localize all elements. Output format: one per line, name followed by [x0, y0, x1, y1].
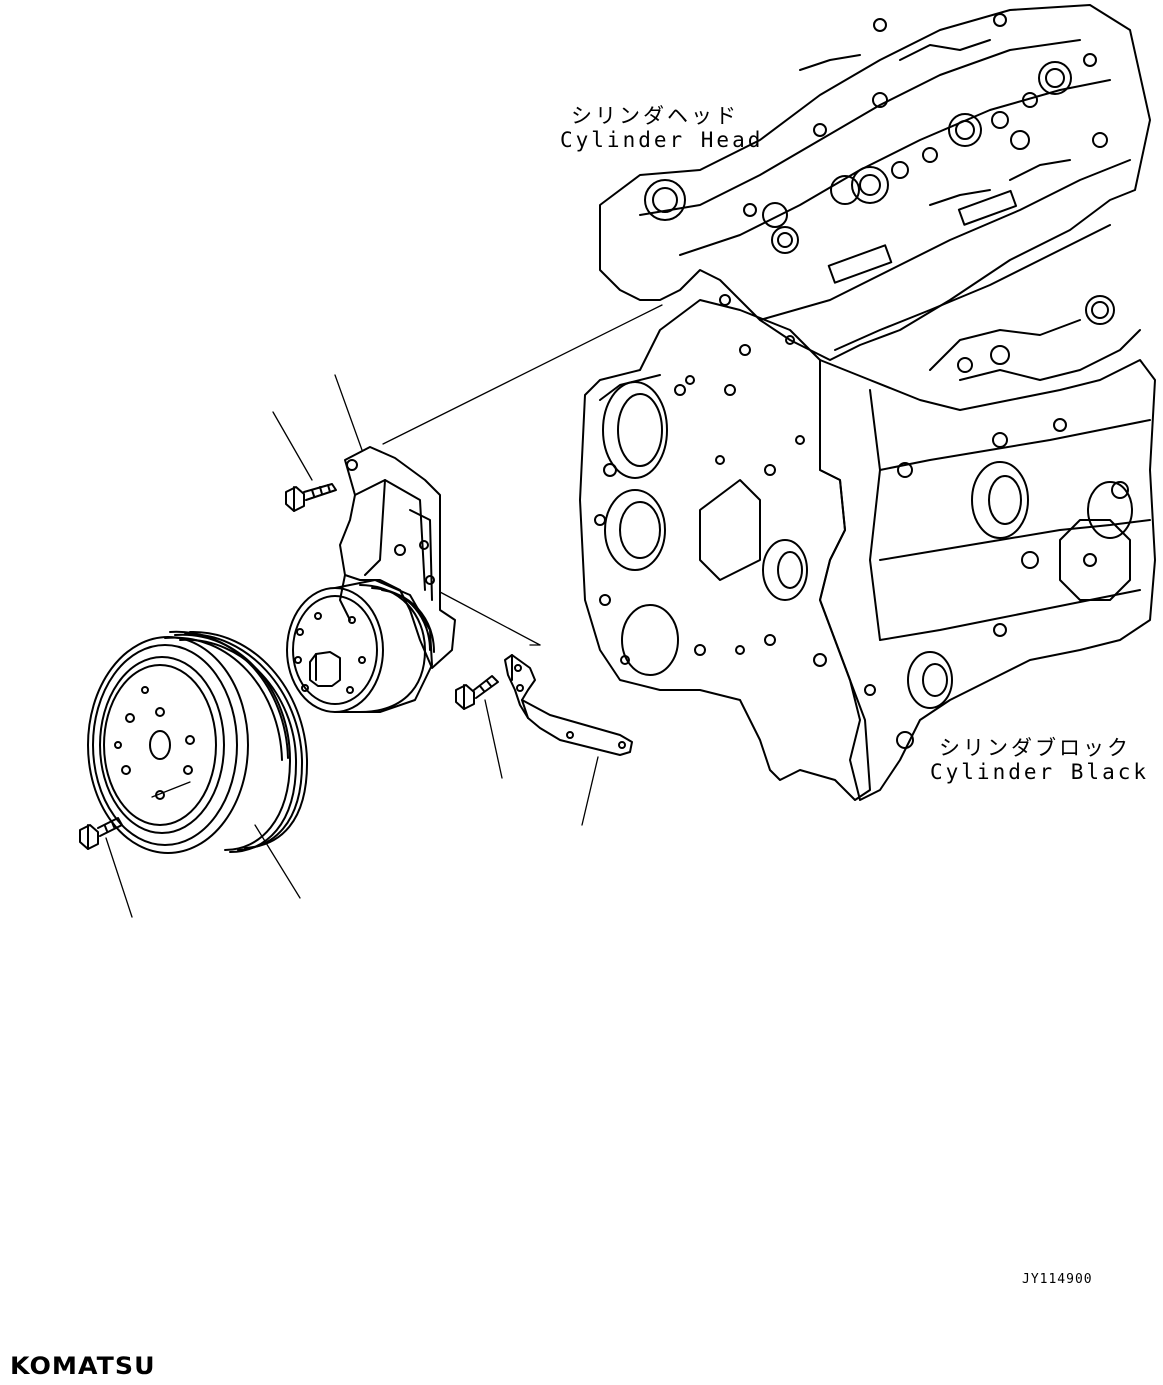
fan-bracket: [340, 447, 455, 668]
drawing-number: JY114900: [1022, 1272, 1093, 1287]
cylinder-block: [820, 296, 1155, 800]
cylinder-block-label: シリンダブロック Cylinder Black: [930, 736, 1150, 784]
bolt-upper: [286, 484, 336, 511]
cylinder-head: [600, 5, 1150, 360]
komatsu-logo: KOMATSU: [10, 1352, 156, 1380]
cylinder-head-label: シリンダヘッド Cylinder Head: [560, 104, 764, 152]
cylinder-head-label-en: Cylinder Head: [560, 128, 764, 152]
gear-housing-plate: [580, 295, 870, 800]
bolt-middle: [456, 676, 498, 709]
cylinder-block-label-en: Cylinder Black: [930, 760, 1150, 784]
cylinder-block-label-jp: シリンダブロック: [939, 736, 1131, 760]
fan-hub: [287, 580, 434, 712]
assembly-guide-lines: [106, 305, 662, 917]
fan-pulley: [88, 632, 307, 853]
small-bracket: [505, 655, 632, 755]
cylinder-head-label-jp: シリンダヘッド: [571, 104, 739, 128]
bolt-lower: [80, 818, 122, 849]
